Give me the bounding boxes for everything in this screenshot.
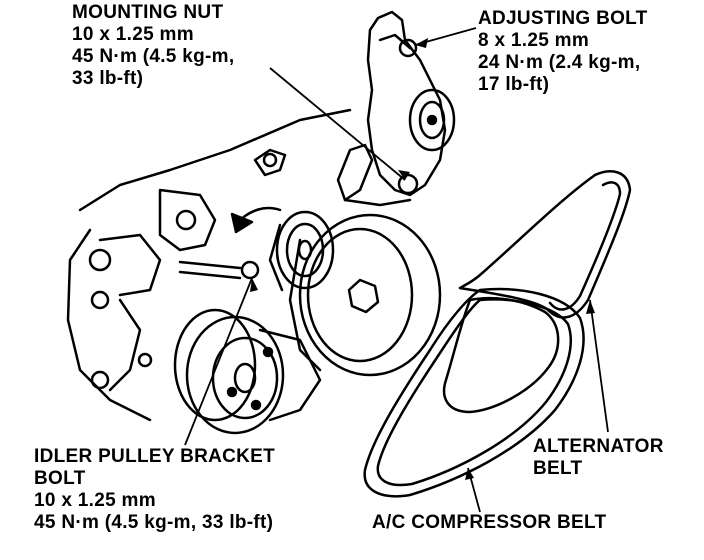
- idler-bracket-bolt: [178, 260, 260, 280]
- adjusting-bolt-head: [398, 38, 418, 58]
- mounting-nut-size: 10 x 1.25 mm: [72, 24, 194, 45]
- leader-idler-bracket-bolt: [184, 277, 253, 446]
- mounting-nut-label: MOUNTING NUT 10 x 1.25 mm 45 N·m (4.5 kg…: [72, 2, 234, 90]
- mounting-nut-torque-2: 33 lb-ft): [72, 68, 144, 89]
- alternator-belt-label: ALTERNATOR BELT: [533, 436, 664, 480]
- ac-compressor-belt: [363, 287, 585, 498]
- idler-bolt-size: 10 x 1.25 mm: [34, 490, 156, 511]
- leader-alternator-belt: [589, 299, 609, 433]
- crankshaft-pulley: [288, 213, 442, 377]
- ac-compressor-belt-label: A/C COMPRESSOR BELT: [372, 512, 606, 534]
- adjusting-bolt-torque-1: 24 N·m (2.4 kg-m,: [478, 52, 641, 73]
- ac-compressor: [173, 308, 322, 435]
- alternator-bracket: [336, 10, 447, 207]
- adjusting-bolt-title: ADJUSTING BOLT: [478, 8, 648, 29]
- idler-pulley-bracket-bolt-label: IDLER PULLEY BRACKET BOLT 10 x 1.25 mm 4…: [34, 446, 275, 534]
- adjusting-bolt-torque-2: 17 lb-ft): [478, 74, 550, 95]
- idler-bolt-title-2: BOLT: [34, 468, 86, 489]
- alternator-pulley: [408, 88, 456, 152]
- adjusting-bolt-label: ADJUSTING BOLT 8 x 1.25 mm 24 N·m (2.4 k…: [478, 8, 648, 96]
- alternator-belt-line-2: BELT: [533, 458, 583, 479]
- engine-block: [66, 108, 352, 422]
- mounting-nut-title: MOUNTING NUT: [72, 2, 224, 23]
- adjusting-bolt-size: 8 x 1.25 mm: [478, 30, 590, 51]
- idler-bolt-title-1: IDLER PULLEY BRACKET: [34, 446, 276, 467]
- alternator-belt: [458, 170, 632, 319]
- ac-compressor-belt-title: A/C COMPRESSOR BELT: [372, 512, 607, 533]
- alternator-belt-line-1: ALTERNATOR: [533, 436, 664, 457]
- mounting-nut-torque-1: 45 N·m (4.5 kg-m,: [72, 46, 235, 67]
- idler-bolt-torque: 45 N·m (4.5 kg-m, 33 lb-ft): [34, 512, 274, 533]
- leader-mounting-nut: [269, 67, 406, 181]
